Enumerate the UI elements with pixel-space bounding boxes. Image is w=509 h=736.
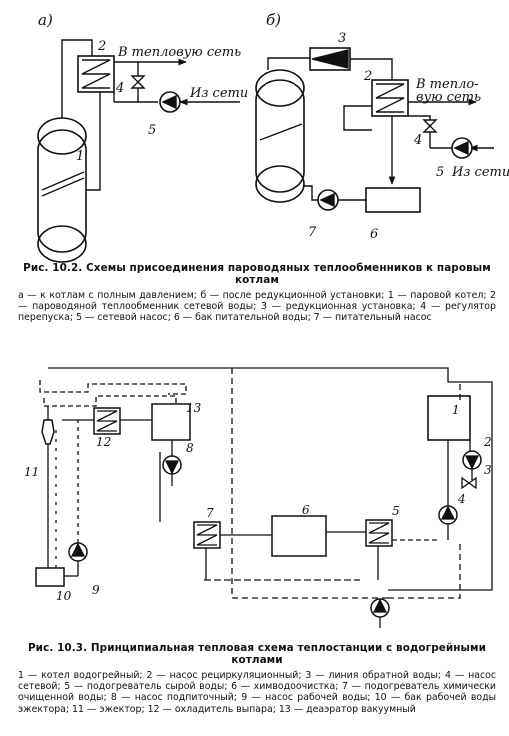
ejector-11: [41, 419, 55, 445]
num-3-b: 3: [338, 31, 346, 46]
num-1: 1: [452, 403, 460, 417]
raw-water-heater-5: [365, 519, 393, 547]
label-from-network-b: Из сети: [451, 165, 509, 180]
figure-10-3-caption-block: Рис. 10.3. Принципиальная тепловая схема…: [18, 642, 496, 715]
network-pump-b: [451, 137, 473, 159]
num-5: 5: [392, 504, 400, 518]
network-pump-a: [159, 91, 181, 113]
num-12: 12: [96, 435, 111, 449]
num-5-b: 5: [436, 165, 444, 180]
chem-water-treatment-6: [271, 515, 327, 557]
num-7: 7: [206, 506, 214, 520]
num-4-b: 4: [413, 133, 422, 148]
num-11: 11: [24, 465, 39, 479]
num-7-b: 7: [308, 225, 317, 240]
steam-boiler-b: [255, 69, 305, 203]
num-9: 9: [92, 583, 100, 597]
feed-pump-b: [317, 189, 339, 211]
label-from-network-a: Из сети: [189, 86, 248, 101]
bottom-pump: [370, 598, 390, 618]
heat-exchanger-b: [371, 79, 409, 117]
num-4: 4: [457, 492, 466, 506]
num-13: 13: [186, 401, 202, 415]
label-heating-network-a: В тепловую сеть: [117, 45, 241, 60]
chem-water-heater-7: [193, 521, 221, 549]
figure-10-3-legend: 1 — котел водогрейный; 2 — насос рецирку…: [18, 670, 496, 715]
figure-10-3-caption: Рис. 10.3. Принципиальная тепловая схема…: [27, 642, 487, 666]
feed-tank-b: [365, 187, 421, 213]
makeup-pump-8: [162, 455, 182, 475]
num-2-b: 2: [363, 69, 372, 84]
num-2-a: 2: [97, 39, 106, 54]
panel-b-label: б): [266, 11, 281, 29]
label-heating-network-b-1: В тепло-: [415, 77, 479, 92]
network-pump-4: [438, 505, 458, 525]
bypass-valve-a: [130, 75, 146, 89]
num-4-a: 4: [115, 81, 124, 96]
bypass-valve-b: [422, 119, 438, 133]
figure-10-2-caption-block: Рис. 10.2. Схемы присоединения пароводян…: [18, 262, 496, 324]
return-line-valve-3: [461, 476, 477, 490]
num-2: 2: [483, 435, 492, 449]
figure-10-2-panel-a: а) В: [37, 11, 248, 263]
figure-10-2-legend: а — к котлам с полным давлением; б — пос…: [18, 290, 496, 324]
ejector-pump-9: [68, 542, 88, 562]
figure-10-2-caption: Рис. 10.2. Схемы присоединения пароводян…: [23, 262, 491, 286]
figure-10-3-schematic: 1 2 3 4 5 6 7 8 9 10 11 12 13: [24, 367, 493, 628]
steam-boiler-a: [37, 117, 87, 263]
reducing-unit-b: [309, 47, 351, 71]
heat-exchanger-a: [77, 55, 115, 93]
num-6-b: 6: [370, 227, 378, 242]
num-6: 6: [302, 503, 310, 517]
num-10: 10: [56, 589, 72, 603]
ejector-water-tank-10: [35, 567, 65, 587]
vacuum-deaerator-13: [151, 403, 191, 441]
vapor-cooler-12: [93, 407, 121, 435]
num-1-a: 1: [76, 149, 84, 164]
hot-water-boiler-1: [427, 395, 471, 441]
num-8: 8: [186, 441, 194, 455]
panel-a-label: а): [38, 11, 53, 29]
label-heating-network-b-2: вую сеть: [416, 90, 481, 105]
num-3: 3: [484, 463, 492, 477]
recirculation-pump-2: [462, 450, 482, 470]
figure-10-2-panel-b: б): [255, 11, 509, 242]
num-5-a: 5: [148, 123, 156, 138]
